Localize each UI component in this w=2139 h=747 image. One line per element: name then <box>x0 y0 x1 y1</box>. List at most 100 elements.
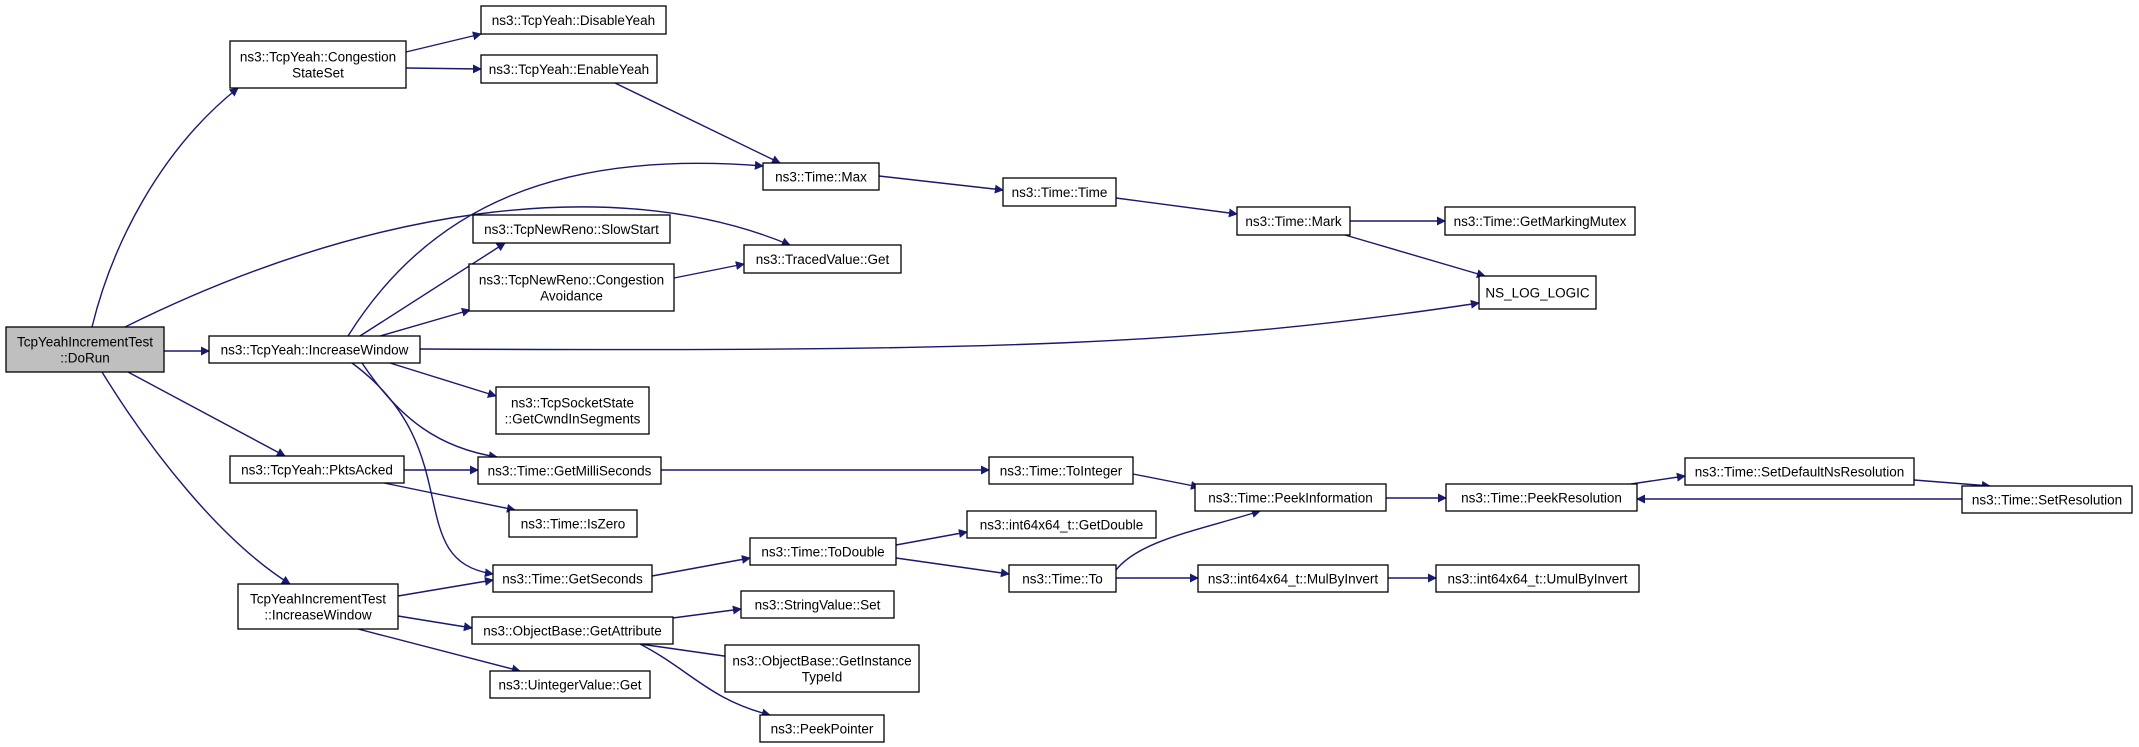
edge-gsec-to-todouble <box>651 555 751 577</box>
node-label: ns3::TcpYeah::DisableYeah <box>492 13 655 28</box>
node-label: ns3::TcpYeah::Congestion <box>240 50 396 65</box>
node-tvget[interactable]: ns3::TracedValue::Get <box>743 244 902 274</box>
edge-iw-to-gms <box>361 362 498 461</box>
node-mark[interactable]: ns3::Time::Mark <box>1236 206 1351 236</box>
node-label: ::DoRun <box>60 351 110 366</box>
node-label: TcpYeahIncrementTest <box>250 592 386 607</box>
node-toint[interactable]: ns3::Time::ToInteger <box>988 456 1134 485</box>
node-gms[interactable]: ns3::Time::GetMilliSeconds <box>477 456 662 485</box>
node-label: ns3::Time::GetMarkingMutex <box>1454 214 1627 229</box>
node-label: ns3::TcpYeah::IncreaseWindow <box>221 343 409 358</box>
node-disable[interactable]: ns3::TcpYeah::DisableYeah <box>480 5 667 35</box>
node-to[interactable]: ns3::Time::To <box>1008 564 1117 593</box>
node-box <box>508 509 638 538</box>
node-max[interactable]: ns3::Time::Max <box>762 162 880 191</box>
node-mbi[interactable]: ns3::int64x64_t::MulByInvert <box>1197 564 1389 593</box>
edge-tiw-to-gsec <box>397 576 494 597</box>
node-box <box>208 335 421 364</box>
node-box <box>1478 275 1597 310</box>
edge-pres-to-sdnr <box>1630 472 1686 485</box>
node-label: ns3::PeekPointer <box>771 722 874 737</box>
node-label: ns3::Time::SetResolution <box>1972 493 2122 508</box>
node-label: ns3::Time::GetSeconds <box>502 572 643 587</box>
node-box <box>471 616 674 645</box>
node-box <box>724 644 920 693</box>
node-gcws[interactable]: ns3::TcpSocketState::GetCwndInSegments <box>495 386 650 435</box>
node-box <box>1684 457 1915 486</box>
node-gmm[interactable]: ns3::Time::GetMarkingMutex <box>1444 206 1636 236</box>
edge-getattr-to-svset <box>664 605 742 620</box>
edge-iw-to-slow <box>359 242 506 337</box>
edge-toint-to-pinfo <box>1132 473 1200 490</box>
node-sdnr[interactable]: ns3::Time::SetDefaultNsResolution <box>1684 457 1915 486</box>
node-nslog[interactable]: NS_LOG_LOGIC <box>1478 275 1597 310</box>
node-uvget[interactable]: ns3::UintegerValue::Get <box>489 670 651 699</box>
node-label: ns3::TcpYeah::EnableYeah <box>489 62 649 77</box>
edge-root-to-pa <box>127 371 286 457</box>
edge-iw-to-ca <box>379 307 471 337</box>
node-tiw[interactable]: TcpYeahIncrementTest::IncreaseWindow <box>237 583 399 630</box>
node-time[interactable]: ns3::Time::Time <box>1002 177 1117 207</box>
node-pres[interactable]: ns3::Time::PeekResolution <box>1445 483 1638 512</box>
node-box <box>1445 483 1638 512</box>
edge-todouble-to-getdouble <box>895 529 968 546</box>
node-getdouble[interactable]: ns3::int64x64_t::GetDouble <box>966 510 1157 539</box>
edge-enable-to-max <box>614 82 781 164</box>
node-umbi[interactable]: ns3::int64x64_t::UmulByInvert <box>1435 564 1640 593</box>
node-sres[interactable]: ns3::Time::SetResolution <box>1961 485 2133 514</box>
node-label: ns3::Time::PeekResolution <box>1461 491 1622 506</box>
node-peekptr[interactable]: ns3::PeekPointer <box>759 714 885 743</box>
node-label: ns3::Time::Mark <box>1245 214 1342 229</box>
edge-ca-to-tvget <box>673 261 745 279</box>
node-enable[interactable]: ns3::TcpYeah::EnableYeah <box>480 54 658 84</box>
node-pinfo[interactable]: ns3::Time::PeekInformation <box>1194 483 1387 512</box>
call-edges <box>91 31 1991 718</box>
node-label: ns3::ObjectBase::GetAttribute <box>483 624 662 639</box>
node-box <box>1444 206 1636 236</box>
node-label: ::IncreaseWindow <box>264 608 372 623</box>
node-label: ns3::TcpYeah::PktsAcked <box>241 463 393 478</box>
node-label: ::GetCwndInSegments <box>505 412 641 427</box>
edge-time-to-mark <box>1115 197 1238 218</box>
edge-css-to-disable <box>405 31 482 53</box>
edge-root-to-css <box>91 87 239 328</box>
node-label: ns3::UintegerValue::Get <box>498 678 641 693</box>
node-box <box>1236 206 1351 236</box>
node-box <box>477 456 662 485</box>
node-getattr[interactable]: ns3::ObjectBase::GetAttribute <box>471 616 674 645</box>
node-box <box>489 670 651 699</box>
node-label: ns3::int64x64_t::GetDouble <box>980 518 1144 533</box>
node-label: ns3::ObjectBase::GetInstance <box>732 654 911 669</box>
node-iszero[interactable]: ns3::Time::IsZero <box>508 509 638 538</box>
node-box <box>472 214 671 244</box>
edge-to-to-pinfo <box>1115 509 1261 571</box>
node-box <box>759 714 885 743</box>
node-pa[interactable]: ns3::TcpYeah::PktsAcked <box>229 455 405 484</box>
node-slow[interactable]: ns3::TcpNewReno::SlowStart <box>472 214 671 244</box>
node-gsec[interactable]: ns3::Time::GetSeconds <box>492 564 653 593</box>
node-box <box>740 590 895 619</box>
node-svset[interactable]: ns3::StringValue::Set <box>740 590 895 619</box>
node-box <box>468 263 675 312</box>
node-label: Avoidance <box>540 289 603 304</box>
node-label: ns3::Time::To <box>1022 572 1103 587</box>
node-box <box>480 5 667 35</box>
edge-getattr-to-peekptr <box>639 643 771 718</box>
node-box <box>749 537 897 566</box>
node-label: ns3::Time::PeekInformation <box>1208 491 1373 506</box>
node-box <box>743 244 902 274</box>
node-label: ns3::Time::SetDefaultNsResolution <box>1695 465 1905 480</box>
node-todouble[interactable]: ns3::Time::ToDouble <box>749 537 897 566</box>
edge-getattr-to-gitid <box>639 643 739 662</box>
node-box <box>229 455 405 484</box>
node-label: ns3::StringValue::Set <box>755 598 881 613</box>
node-iw[interactable]: ns3::TcpYeah::IncreaseWindow <box>208 335 421 364</box>
call-nodes: TcpYeahIncrementTest::DoRunns3::TcpYeah:… <box>5 5 2133 743</box>
edge-iw-to-nslog <box>419 299 1480 351</box>
node-label: StateSet <box>292 66 344 81</box>
node-root[interactable]: TcpYeahIncrementTest::DoRun <box>5 326 165 373</box>
